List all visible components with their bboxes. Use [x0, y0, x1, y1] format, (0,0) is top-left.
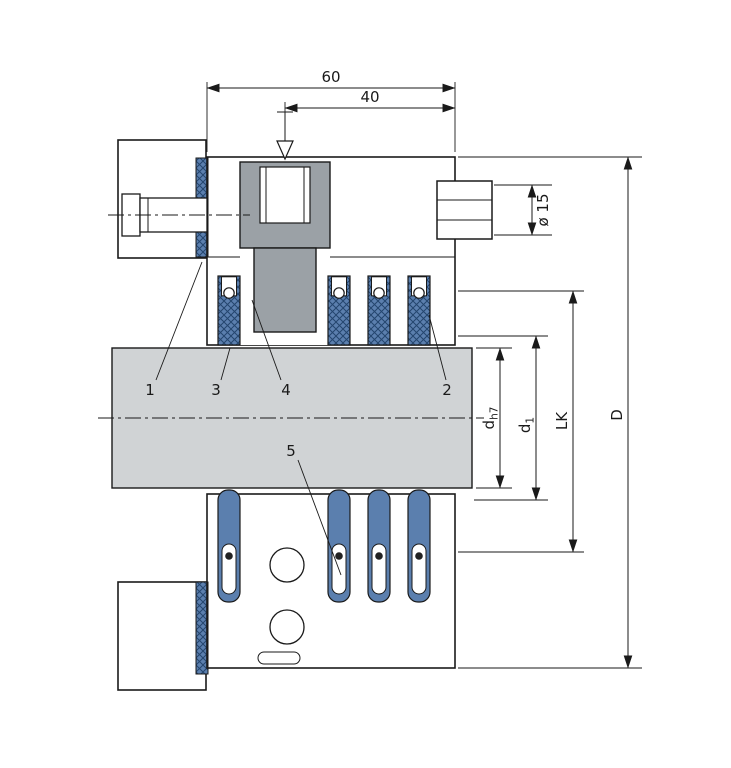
- force-arrow-head: [276, 140, 294, 161]
- seal-ball: [333, 287, 345, 299]
- pressure-pins: [217, 489, 431, 603]
- part-label-5: 5: [286, 442, 296, 460]
- part-label-4: 4: [281, 381, 291, 399]
- pressure-pin-3: [367, 489, 391, 603]
- dim-bolt-diameter: ø 15: [494, 184, 552, 236]
- screw-shank: [253, 247, 317, 333]
- dim-bolt-diameter-label: ø 15: [534, 193, 552, 226]
- seal-ball: [223, 287, 235, 299]
- pin-capsule: [411, 543, 427, 595]
- hex-socket: [259, 166, 311, 224]
- leader-line-5: [297, 459, 342, 576]
- pressure-pin-2: [327, 489, 351, 603]
- pin-dot: [225, 552, 233, 560]
- bore-hole-1: [269, 547, 305, 583]
- pin-dot: [335, 552, 343, 560]
- force-arrow: [276, 111, 294, 161]
- leader-line-4: [251, 299, 282, 381]
- dim-screw-offset: 40: [284, 88, 456, 115]
- seal-ball: [413, 287, 425, 299]
- leader-line-1: [155, 261, 203, 381]
- adjusting-screw: [239, 161, 331, 333]
- leader-line-3: [220, 347, 231, 381]
- bore-hole-2: [269, 609, 305, 645]
- seal-element-4: [407, 275, 431, 346]
- dim-overall-width-label: 60: [321, 68, 340, 86]
- gasket-strip-bottom: [195, 581, 209, 675]
- seal-ball: [373, 287, 385, 299]
- seal-element-3: [367, 275, 391, 346]
- shaft-group: [98, 347, 484, 489]
- seal-element-2: [327, 275, 351, 346]
- part-label-1: 1: [145, 381, 155, 399]
- dim-main: d: [516, 424, 534, 434]
- pin-dot: [415, 552, 423, 560]
- part-label-2: 2: [442, 381, 452, 399]
- dim-outer-diameter-label: D: [608, 409, 626, 421]
- dim-inner-diameter-label: d1: [516, 417, 537, 433]
- wall-block-lower: [117, 581, 207, 691]
- part-callouts: 1 3 4 2 5: [145, 261, 452, 576]
- dim-shaft-diameter-label: dh7: [480, 407, 501, 430]
- pressure-pin-4: [407, 489, 431, 603]
- mounting-bolt-left: [108, 193, 250, 237]
- dim-bolt-circle: LK: [458, 290, 584, 553]
- leader-line-2: [428, 314, 447, 381]
- dim-subscript: h7: [489, 407, 501, 420]
- part-label-3: 3: [211, 381, 221, 399]
- hex-bolt-head: [436, 180, 493, 240]
- bottom-slot: [257, 651, 301, 665]
- dim-main: d: [480, 420, 498, 430]
- seal-elements: [217, 275, 431, 346]
- dim-inner-diameter: d1: [458, 335, 548, 501]
- dim-outer-diameter: D: [458, 156, 642, 669]
- hex-bolt-right: [436, 180, 493, 240]
- dim-overall-width: 60: [206, 68, 456, 152]
- dim-screw-offset-label: 40: [360, 88, 379, 106]
- dim-shaft-diameter: dh7: [476, 347, 512, 489]
- dim-bolt-circle-label: LK: [553, 411, 571, 430]
- seal-element-1: [217, 275, 241, 346]
- pin-dot: [375, 552, 383, 560]
- pin-capsule: [371, 543, 387, 595]
- dim-subscript: 1: [525, 417, 537, 424]
- pin-capsule: [221, 543, 237, 595]
- pressure-pin-1: [217, 489, 241, 603]
